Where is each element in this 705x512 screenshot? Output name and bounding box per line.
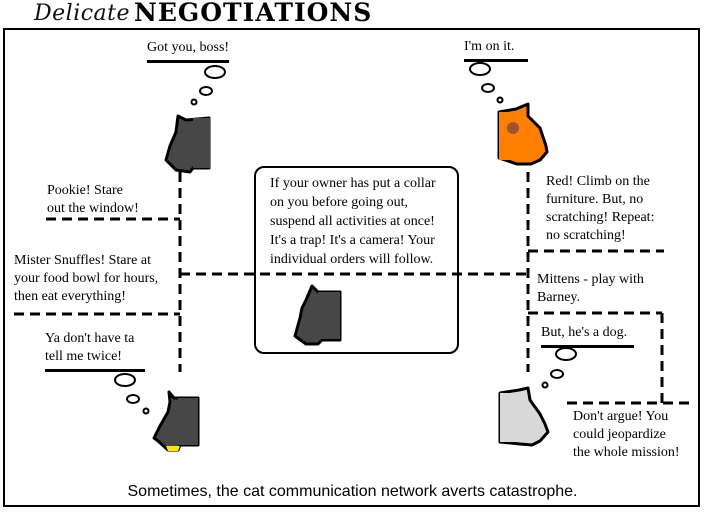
boss-message-line: suspend all activities at once! bbox=[270, 214, 435, 229]
speech-bottom-right: But, he's a dog. bbox=[541, 324, 634, 348]
order-red: Red! Climb on the furniture. But, no scr… bbox=[546, 173, 654, 245]
cat-top-left bbox=[164, 114, 211, 174]
order-line: then eat everything! bbox=[14, 289, 126, 304]
thought-bubbles-bottom-right bbox=[541, 347, 577, 389]
dashed-network bbox=[14, 172, 690, 405]
boss-message-line: on you before going out, bbox=[270, 195, 409, 210]
cat-bottom-right bbox=[498, 386, 550, 447]
order-line: Don't argue! You bbox=[573, 409, 669, 424]
order-line: Pookie! Stare bbox=[47, 183, 123, 198]
cat-center bbox=[293, 284, 342, 346]
order-pookie: Pookie! Stare out the window! bbox=[47, 182, 139, 218]
order-line: could jeopardize bbox=[573, 427, 666, 442]
order-line: Mister Snuffles! Stare at bbox=[14, 253, 151, 268]
speech-bottom-left-line: Ya don't have ta bbox=[45, 331, 135, 346]
order-line: furniture. But, no bbox=[546, 192, 644, 207]
order-line: Barney. bbox=[537, 290, 581, 305]
boss-message: If your owner has put a collar on you be… bbox=[270, 174, 436, 269]
title-main-word: NEGOTIATIONS bbox=[134, 0, 373, 27]
order-dont-argue: Don't argue! You could jeopardize the wh… bbox=[573, 408, 680, 462]
speech-top-left: Got you, boss! bbox=[147, 39, 230, 63]
thought-bubbles-bottom-left bbox=[114, 373, 150, 415]
orange-cat-spot bbox=[507, 122, 519, 134]
order-line: no scratching! bbox=[546, 228, 626, 243]
boss-message-line: If your owner has put a collar bbox=[270, 176, 436, 191]
comic-caption: Sometimes, the cat communication network… bbox=[127, 483, 578, 500]
boss-message-line: It's a trap! It's a camera! Your bbox=[270, 233, 435, 248]
yellow-collar bbox=[166, 446, 180, 451]
cat-bottom-left bbox=[152, 390, 200, 452]
speech-bottom-left-line: tell me twice! bbox=[45, 349, 122, 364]
order-line: Red! Climb on the bbox=[546, 174, 650, 189]
order-line: your food bowl for hours, bbox=[14, 271, 159, 286]
title-script-word: Delicate bbox=[34, 1, 131, 26]
boss-message-box bbox=[254, 166, 459, 354]
order-line: scratching! Repeat: bbox=[546, 210, 655, 225]
thought-bubbles-top-left bbox=[190, 65, 226, 106]
speech-bottom-left: Ya don't have ta tell me twice! bbox=[45, 330, 145, 372]
thought-bubbles-top-right bbox=[469, 62, 504, 104]
order-line: Mittens - play with bbox=[537, 272, 644, 287]
comic-panel-frame bbox=[3, 28, 700, 507]
cat-top-right bbox=[497, 102, 549, 166]
boss-message-line: individual orders will follow. bbox=[270, 252, 434, 267]
order-line: the whole mission! bbox=[573, 445, 680, 460]
order-line: out the window! bbox=[47, 201, 139, 216]
order-mittens: Mittens - play with Barney. bbox=[537, 271, 644, 307]
order-mister-snuffles: Mister Snuffles! Stare at your food bowl… bbox=[14, 252, 158, 306]
speech-top-right: I'm on it. bbox=[464, 38, 528, 62]
